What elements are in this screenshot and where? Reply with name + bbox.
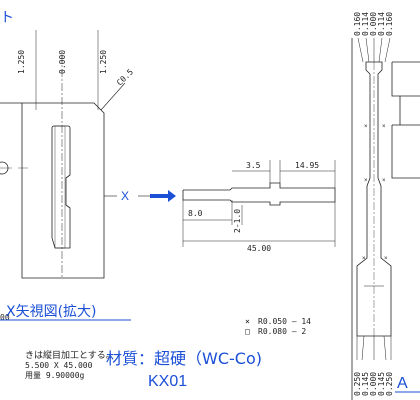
dim-8-0: 8.0 [188, 209, 203, 218]
dim-14-95: 14.95 [295, 161, 319, 170]
title-fragment: ト [0, 10, 14, 26]
material-label: 材質：超硬（WC-Co) [106, 349, 262, 368]
material-grade: KX01 [148, 373, 187, 390]
dim-top: 0.160 [385, 12, 394, 36]
dim-top: 0.000 [369, 12, 378, 36]
x-view-caption: X矢視図(拡大) [6, 304, 97, 320]
direction-arrow-icon [150, 190, 176, 202]
dim-top: 0.114 [377, 12, 386, 36]
chamfer-label: C0.5 [115, 67, 135, 87]
stray-value: 00 [0, 313, 10, 322]
svg-text:×: × [384, 256, 388, 262]
svg-text:×: × [364, 178, 368, 184]
view-direction-marker: X [104, 189, 176, 203]
view-letter: A [397, 375, 408, 392]
dim-45-00: 45.00 [247, 244, 271, 253]
svg-text:×: × [382, 178, 386, 184]
svg-text:×: × [364, 124, 368, 130]
left-part-view [0, 30, 126, 279]
svg-text:×: × [382, 124, 386, 130]
dim-left-0000: 0.000 [58, 50, 67, 74]
radius-legend: × R0.050 — 14 □ R0.080 — 2 [245, 317, 311, 336]
note-line-3: 用量 9.90000g [25, 371, 85, 380]
dim-2-1-0: 2-1.0 [233, 209, 242, 233]
x-marker-label: X [121, 189, 129, 203]
dim-bottom: 0.250 [385, 372, 394, 396]
legend-symbol: □ [245, 327, 250, 336]
legend-text: R0.080 — 2 [258, 327, 306, 336]
dim-left-1250: 1.250 [17, 50, 26, 74]
dim-bottom: 0.145 [377, 372, 386, 396]
legend-text: R0.050 — 14 [258, 317, 311, 326]
legend-symbol: × [245, 317, 250, 326]
dim-top: 0.114 [361, 12, 370, 36]
svg-text:×: × [362, 256, 366, 262]
note-line-2: 5.500 X 45.000 [25, 361, 93, 370]
detail-part-view [182, 160, 336, 247]
dim-3-5: 3.5 [246, 161, 261, 170]
right-part-view: × × × × × × [351, 37, 420, 400]
dim-top: 0.160 [353, 12, 362, 36]
dim-bottom: 0.250 [353, 372, 362, 396]
dim-bottom: 0.145 [361, 372, 370, 396]
dim-left-1250b: 1.250 [99, 50, 108, 74]
note-line-1: きは縦目加工とする。 [25, 349, 115, 361]
dim-bottom: 0.000 [369, 372, 378, 396]
